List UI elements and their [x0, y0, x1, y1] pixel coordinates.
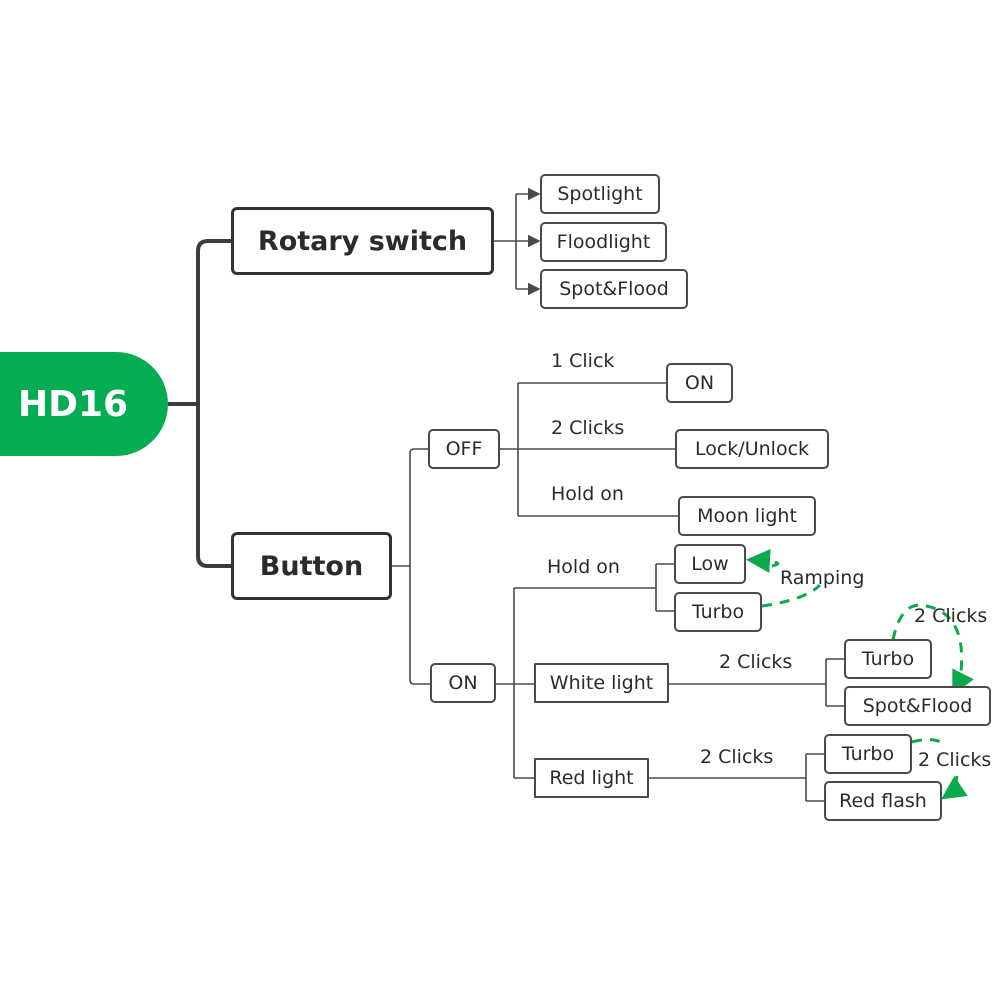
white-spot-flood: Spot&Flood	[844, 686, 991, 726]
result-label: Turbo	[841, 743, 895, 765]
result-label: Spot&Flood	[862, 695, 973, 717]
off-node: OFF	[428, 429, 500, 469]
off-trigger-3: Hold on	[551, 483, 624, 505]
white-cycle-label: 2 Clicks	[914, 605, 988, 627]
button-connector	[392, 382, 844, 802]
mode-floodlight: Floodlight	[540, 222, 667, 262]
red-light-node: Red light	[534, 758, 649, 798]
hold-turbo: Turbo	[674, 592, 762, 632]
white-light-label: White light	[549, 672, 654, 694]
result-label: Low	[691, 553, 729, 575]
result-on: ON	[666, 363, 733, 403]
root-label: HD16	[18, 383, 129, 425]
mode-spotlight: Spotlight	[540, 174, 660, 214]
red-trigger: 2 Clicks	[700, 746, 774, 768]
result-label: Moon light	[697, 505, 797, 527]
hold-low: Low	[674, 544, 746, 584]
white-turbo: Turbo	[844, 639, 932, 679]
off-label: OFF	[445, 438, 483, 460]
white-trigger: 2 Clicks	[719, 651, 793, 673]
red-cycle-label: 2 Clicks	[918, 749, 992, 771]
rotary-switch-node: Rotary switch	[231, 207, 494, 275]
result-moon-light: Moon light	[678, 496, 816, 536]
rotary-connector	[494, 187, 541, 296]
cycle-arrows	[752, 560, 974, 796]
mode-spot-flood: Spot&Flood	[540, 269, 688, 309]
button-label: Button	[259, 550, 364, 582]
white-cycle-arrow	[891, 603, 974, 696]
result-lock-unlock: Lock/Unlock	[675, 429, 829, 469]
off-trigger-1: 1 Click	[551, 350, 615, 372]
result-label: Turbo	[691, 601, 745, 623]
result-label: ON	[684, 372, 715, 394]
root-node: HD16	[0, 352, 168, 456]
root-connector	[168, 239, 232, 568]
mode-label: Spot&Flood	[559, 278, 669, 300]
ramping-arrow	[752, 560, 822, 608]
white-light-node: White light	[534, 663, 669, 703]
result-label: Lock/Unlock	[694, 438, 810, 460]
mode-label: Spotlight	[557, 183, 643, 205]
mode-label: Floodlight	[556, 231, 651, 253]
button-node: Button	[231, 532, 392, 600]
red-flash: Red flash	[824, 781, 942, 821]
result-label: Red flash	[839, 790, 927, 812]
red-cycle-arrow	[911, 738, 957, 796]
rotary-switch-label: Rotary switch	[257, 225, 468, 257]
on-label: ON	[448, 672, 478, 694]
on-node: ON	[430, 663, 496, 703]
ramping-label: Ramping	[780, 567, 865, 589]
on-hold-trigger: Hold on	[547, 556, 620, 578]
red-turbo: Turbo	[824, 734, 912, 774]
red-light-label: Red light	[549, 767, 634, 789]
result-label: Turbo	[861, 648, 915, 670]
off-trigger-2: 2 Clicks	[551, 417, 625, 439]
